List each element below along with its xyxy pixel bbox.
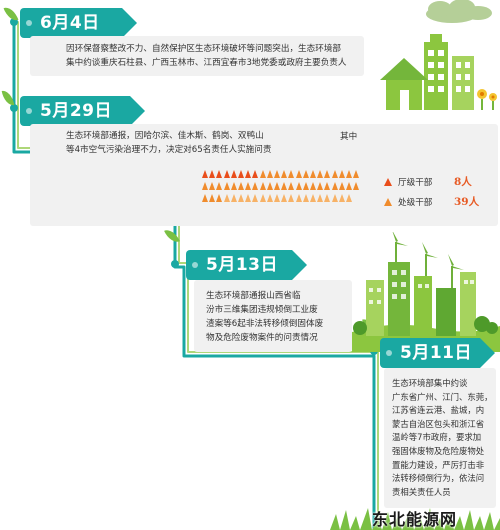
city-scenery-illustration (380, 0, 497, 110)
person-triangle (346, 194, 352, 202)
person-triangle (324, 194, 331, 202)
person-triangle (216, 194, 223, 202)
person-triangle (202, 170, 208, 178)
person-triangle (331, 182, 338, 190)
date-tag: 6月4日 (20, 8, 140, 38)
person-triangle (209, 182, 216, 190)
person-triangle (295, 170, 302, 178)
person-triangle (223, 170, 230, 178)
breakdown-heading: 其中 (340, 132, 358, 142)
person-triangle (274, 194, 280, 202)
person-triangle (317, 194, 324, 202)
person-triangle (281, 182, 288, 190)
event-card (30, 36, 364, 76)
legend-marker (384, 198, 392, 206)
person-triangle (353, 170, 360, 178)
person-triangle (209, 170, 216, 178)
date-label: 5月13日 (206, 255, 278, 275)
date-label: 5月29日 (40, 101, 112, 121)
event-text: 生态环境部通报山西省临 汾市三维集团违规倾倒工业废 渣案等6起非法转移倾倒固体废… (206, 291, 324, 343)
legend-label: 厅级干部 (398, 178, 433, 188)
person-triangle (324, 170, 331, 178)
person-triangle (266, 182, 273, 190)
person-triangle (295, 182, 302, 190)
person-triangle (230, 194, 237, 202)
person-triangle (216, 182, 223, 190)
person-triangle (338, 182, 345, 190)
person-triangle (209, 194, 216, 202)
person-triangle (202, 182, 208, 190)
person-triangle (331, 194, 338, 202)
person-triangle (346, 182, 352, 190)
person-triangle (338, 194, 345, 202)
person-triangle (238, 194, 244, 202)
event-text: 因环保督察整改不力、自然保护区生态环境破坏等问题突出，生态环境部 集中约谈重庆石… (66, 44, 347, 68)
person-triangle (302, 182, 309, 190)
legend-label: 处级干部 (398, 198, 433, 208)
person-triangle (324, 182, 331, 190)
person-triangle (274, 170, 280, 178)
person-triangle (245, 170, 252, 178)
person-triangle (302, 194, 309, 202)
date-tag: 5月13日 (186, 250, 310, 280)
person-triangle (259, 182, 266, 190)
person-triangle (223, 194, 230, 202)
person-triangle (245, 182, 252, 190)
person-triangle (238, 182, 244, 190)
person-triangle (317, 182, 324, 190)
grass-decoration (330, 508, 500, 530)
person-triangle (252, 182, 259, 190)
person-triangle (346, 170, 352, 178)
event-card (384, 368, 496, 508)
person-triangle (310, 194, 316, 202)
person-triangle (317, 170, 324, 178)
person-triangle (274, 182, 280, 190)
person-triangle (252, 170, 259, 178)
watermark: 东北能源网 (372, 510, 458, 529)
legend-marker (384, 178, 392, 186)
date-tag: 5月29日 (20, 96, 150, 126)
person-triangle (295, 194, 302, 202)
person-triangle (216, 170, 223, 178)
person-triangle (310, 182, 316, 190)
person-triangle (302, 170, 309, 178)
person-triangle (281, 170, 288, 178)
legend-count: 39人 (454, 196, 480, 208)
person-triangle (266, 194, 273, 202)
person-triangle (245, 194, 252, 202)
responsible-persons-pictogram (202, 170, 362, 218)
date-label: 5月11日 (400, 343, 472, 363)
person-triangle (259, 170, 266, 178)
person-triangle (288, 182, 295, 190)
person-triangle (259, 194, 266, 202)
person-triangle (266, 170, 273, 178)
person-triangle (331, 170, 338, 178)
person-triangle (202, 194, 208, 202)
event-text: 生态环境部通报，因哈尔滨、佳木斯、鹤岗、双鸭山 等4市空气污染治理不力，决定对6… (66, 131, 272, 155)
person-triangle (310, 170, 316, 178)
date-tag: 5月11日 (380, 338, 498, 368)
person-triangle (252, 194, 259, 202)
event-card (194, 280, 352, 352)
legend-count: 8人 (454, 176, 472, 188)
person-triangle (238, 170, 244, 178)
person-triangle (288, 170, 295, 178)
person-triangle (353, 182, 360, 190)
person-triangle (223, 182, 230, 190)
green-city-illustration (352, 232, 500, 352)
person-triangle (230, 182, 237, 190)
person-triangle (281, 194, 288, 202)
person-triangle (288, 194, 295, 202)
person-triangle (338, 170, 345, 178)
date-label: 6月4日 (40, 13, 100, 33)
event-text: 生态环境部集中约谈 广东省广州、江门、东莞， 江苏省连云港、盐城，内 蒙古自治区… (392, 378, 493, 497)
person-triangle (230, 170, 237, 178)
